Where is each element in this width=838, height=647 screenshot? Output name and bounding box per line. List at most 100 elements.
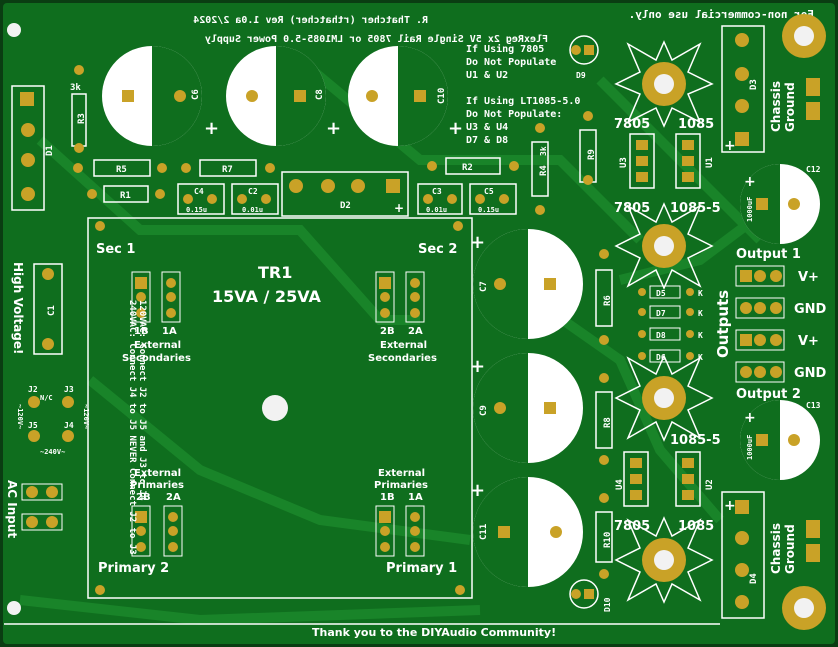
- silkscreen-label: C1: [47, 305, 57, 316]
- silkscreen-label: External: [134, 340, 181, 351]
- sec1-label: Sec 1: [96, 242, 135, 257]
- resistor-r7: R7: [181, 159, 275, 177]
- led-d10: D10: [569, 579, 612, 612]
- silkscreen-label: J4: [64, 421, 74, 430]
- silkscreen-label: J3: [64, 385, 74, 394]
- heatsink-outlines: [614, 40, 714, 604]
- silkscreen-label: D4: [749, 573, 759, 584]
- silkscreen-label: D8: [656, 331, 666, 340]
- silkscreen-label: K: [698, 309, 703, 318]
- capacitor-c12: C12 1000uF +: [740, 164, 821, 244]
- silkscreen-label: +: [744, 174, 756, 190]
- vac-note-1: 120VAC: Connect J2 to J5 and J3 to J4: [137, 300, 147, 501]
- silkscreen-label: C13: [806, 401, 821, 410]
- silkscreen-label: R1: [120, 191, 131, 201]
- silkscreen-label: C3: [432, 187, 442, 196]
- silkscreen-label: 1A: [162, 326, 177, 337]
- silkscreen-label: 1000uF: [746, 435, 754, 460]
- silkscreen-label: R3: [77, 113, 87, 124]
- silkscreen-label: +: [744, 410, 756, 426]
- silkscreen-label: Primaries: [374, 480, 428, 491]
- outputs-label: Outputs: [714, 290, 732, 358]
- output-terminals: [735, 265, 785, 383]
- capacitor-c5: C5 0.15u: [469, 183, 517, 215]
- silkscreen-label: C8: [315, 89, 325, 100]
- connector-d1: D1: [11, 85, 55, 211]
- bridge-rectifier-d2: D2 +: [281, 171, 409, 217]
- vac-note-2: 240VAC: Connect J4 to J5 NEVER Connect J…: [127, 300, 137, 555]
- label-1085-top: 1085: [678, 117, 714, 132]
- capacitor-c8: C8 +: [226, 46, 341, 146]
- capacitor-c11: C11 +: [470, 477, 583, 587]
- silkscreen-label: 2A: [408, 326, 423, 337]
- primary2-label: Primary 2: [98, 561, 169, 576]
- vplus-label-1: V+: [798, 270, 819, 285]
- silkscreen-label: C4: [194, 187, 204, 196]
- label-7805-top: 7805: [614, 117, 650, 132]
- silkscreen-label: Secondaries: [122, 353, 191, 364]
- silkscreen-label: C11: [479, 524, 489, 540]
- silkscreen-label: 0.15u: [186, 206, 207, 214]
- silkscreen-label: C5: [484, 187, 494, 196]
- silkscreen-label: R7: [222, 165, 233, 175]
- silkscreen-label: Ground: [783, 82, 797, 132]
- silkscreen-label: Chassis: [769, 523, 783, 574]
- capacitor-c7: C7 +: [470, 229, 583, 339]
- note-1085-line3: U3 & U4: [466, 122, 508, 133]
- resistor-r9: R9: [579, 111, 597, 185]
- silkscreen-label: C10: [437, 88, 447, 104]
- note-7805-line2: Do Not Populate: [466, 57, 556, 68]
- resistor-r3: R3 3k: [70, 65, 87, 153]
- silkscreen-label: K: [698, 353, 703, 362]
- silkscreen-label: J5: [28, 421, 38, 430]
- silkscreen-label: D5: [656, 289, 666, 298]
- silkscreen-label: R6: [603, 295, 613, 306]
- silkscreen-label: J2: [28, 385, 38, 394]
- silkscreen-label: ~120V~: [82, 404, 90, 429]
- regulator-u1: U1: [675, 133, 715, 189]
- resistor-r1: R1: [87, 185, 165, 203]
- connector-d4: D4 +: [721, 491, 765, 619]
- silkscreen-label: D1: [45, 145, 55, 156]
- silkscreen-label: +: [326, 118, 341, 139]
- silkscreen-label: 2B: [380, 326, 395, 337]
- silkscreen-label: 2A: [166, 492, 181, 503]
- bottom-silk-mirrored: For non-commercial use only. FlexReg 2x …: [193, 8, 814, 45]
- resistor-r6: R6: [595, 249, 613, 345]
- note-1085-line4: D7 & D8: [466, 135, 508, 146]
- label-7805-bottom: 7805: [614, 519, 650, 534]
- label-1085-5-mid: 1085-5: [670, 201, 721, 216]
- silkscreen-label: D3: [749, 79, 759, 90]
- ac-input-label: AC Input: [5, 480, 19, 538]
- silkscreen-label: +: [470, 480, 485, 501]
- chassis-ground-bottom: Chassis Ground: [769, 520, 820, 574]
- gnd-label-1: GND: [794, 302, 827, 317]
- silkscreen-label: U3: [619, 157, 629, 168]
- silkscreen-label: 3k: [539, 146, 548, 156]
- label-1085-bottom: 1085: [678, 519, 714, 534]
- mounting-holes: [7, 14, 826, 630]
- silkscreen-label: +: [204, 118, 219, 139]
- chassis-ground-top: Chassis Ground: [769, 78, 820, 132]
- silkscreen-label: N/C: [40, 394, 53, 402]
- board-title-line1: FlexReg 2x 5V Single Rail 7805 or LM1085…: [205, 33, 548, 45]
- silkscreen-label: 1B: [134, 326, 149, 337]
- high-voltage-label: High Voltage!: [11, 262, 25, 355]
- silkscreen-label: +: [724, 498, 736, 514]
- silkscreen-label: Primaries: [130, 480, 184, 491]
- note-1085-line1: If Using LT1085-5.0: [466, 95, 580, 107]
- note-1085-line2: Do Not Populate:: [466, 109, 562, 120]
- resistor-r5: R5: [73, 159, 167, 177]
- ac-input-connector: [21, 483, 63, 531]
- capacitor-c10: C10 +: [348, 46, 463, 146]
- tr1-ref: TR1: [258, 263, 292, 282]
- thanks-text: Thank you to the DIYAudio Community!: [312, 626, 556, 639]
- silkscreen-label: C12: [806, 165, 821, 174]
- sec2-label: Sec 2: [418, 242, 457, 257]
- resistor-r10: R10: [595, 493, 613, 579]
- board-title-line2: R. Thatcher (rthatcher) Rev 1.0a 2/2024: [193, 15, 428, 26]
- silkscreen-label: External: [134, 468, 181, 479]
